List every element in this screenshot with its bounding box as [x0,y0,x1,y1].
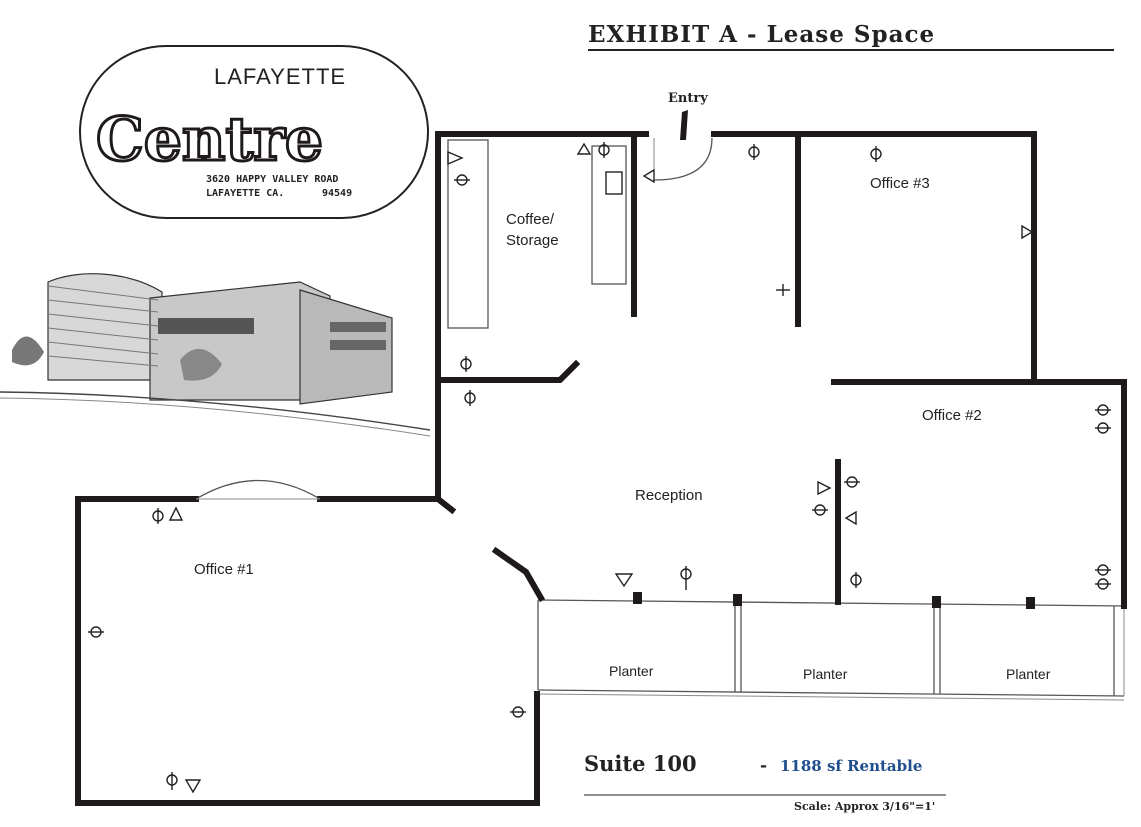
phone-jack-icon [642,168,655,184]
entry-door-swing [653,137,713,181]
suite-name: Suite 100 [584,751,697,776]
column-post-3 [932,596,941,608]
exhibit-title: EXHIBIT A - Lease Space [588,21,1114,51]
wall-west-corner [433,494,457,515]
wall-office1-angled [491,546,546,603]
outlet-icon [1095,404,1111,416]
outlet-symbols [88,142,1111,794]
outlet-icon [460,356,472,372]
entry-label: Entry [668,91,708,106]
reception-label: Reception [635,487,703,504]
outlet-icon [152,508,164,524]
office1-window-arc [195,479,321,500]
office2-label: Office #2 [922,407,982,424]
planter3-label: Planter [1006,666,1051,682]
column-post-1 [633,592,642,604]
phone-jack-icon [844,510,857,526]
suite-rentable-area: 1188 sf Rentable [780,757,922,775]
outlet-icon [748,144,760,160]
office3-label: Office #3 [870,175,930,192]
suite-info-box [578,742,942,782]
phone-jack-icon [817,480,832,496]
wall-office2-outer [831,379,1127,609]
planter1-label: Planter [609,663,654,679]
room-labels: Entry Coffee/ Storage Office #3 Office #… [194,91,1051,682]
outlet-icon [454,174,470,186]
lafayette-centre-logo: LAFAYETTE Centre 3620 HAPPY VALLEY ROAD … [79,45,429,219]
logo-brand-main: Centre [96,105,323,175]
ground-line [0,391,431,431]
wall-office1-outer [75,496,540,806]
logo-address-line1: 3620 HAPPY VALLEY ROAD [206,174,338,185]
entry-door-leaf [680,110,688,140]
outlet-icon [464,390,476,406]
outlet-icon [870,146,882,162]
phone-jack-icon [614,573,634,588]
building-wing-windows-upper [330,322,386,332]
planter-bottom-line-2 [537,693,1125,701]
coffee-storage-label-line1: Coffee/ [506,211,555,228]
outlet-icon [844,476,860,488]
outlet-icon [1095,564,1111,576]
building-stone-texture [47,285,159,367]
coffee-storage-counters [447,139,627,329]
logo-address-line2: LAFAYETTE CA. [206,188,284,199]
outlet-icon [850,572,862,588]
outlet-icon [1095,422,1111,434]
phone-jack-icon [1021,224,1034,240]
outlet-icon [680,566,692,590]
planter-bottom-line [537,689,1125,697]
sink-icon [605,171,623,195]
phone-jack-icon [447,150,464,166]
logo-zip: 94549 [322,188,352,199]
column-post-2 [733,594,742,606]
exhibit-title-text: EXHIBIT A - Lease Space [588,21,935,48]
phone-jack-icon [576,142,592,155]
planter-strip [537,592,1125,701]
phone-jack-icon [168,506,184,521]
suite-info: Suite 100 - 1188 sf Rentable Scale: Appr… [578,742,946,813]
scale-note: Scale: Approx 3/16"=1' [794,800,935,813]
coffee-storage-label-line2: Storage [506,232,559,249]
building-wing-windows-lower [330,340,386,350]
outlet-icon [510,706,526,718]
wall-west-north [435,131,649,502]
outlet-icon [1095,578,1111,590]
logo-brand-top: LAFAYETTE [214,64,346,89]
building-sketch-illustration [0,273,431,437]
outlet-icon [166,772,178,790]
planter2-label: Planter [803,666,848,682]
building-tower [47,273,163,381]
counter-left [447,139,489,329]
outlet-icon [88,626,104,638]
building-window-band [158,318,254,334]
outlet-icon [776,284,790,296]
outlet-icon [598,142,610,158]
logo-oval [79,45,429,219]
tree-center [180,348,222,381]
wall-north-east [711,131,1037,385]
suite-separator: - [760,756,767,776]
tree-left [12,336,44,366]
ground-line-2 [0,397,431,437]
walls [75,131,1127,806]
office1-label: Office #1 [194,561,254,578]
entry-door [653,110,713,181]
phone-jack-icon [184,779,202,794]
counter-right [591,145,627,285]
column-post-4 [1026,597,1035,609]
outlet-icon [812,504,828,516]
wall-coffee-bottom [435,359,581,383]
planter-top-line [537,599,1125,607]
